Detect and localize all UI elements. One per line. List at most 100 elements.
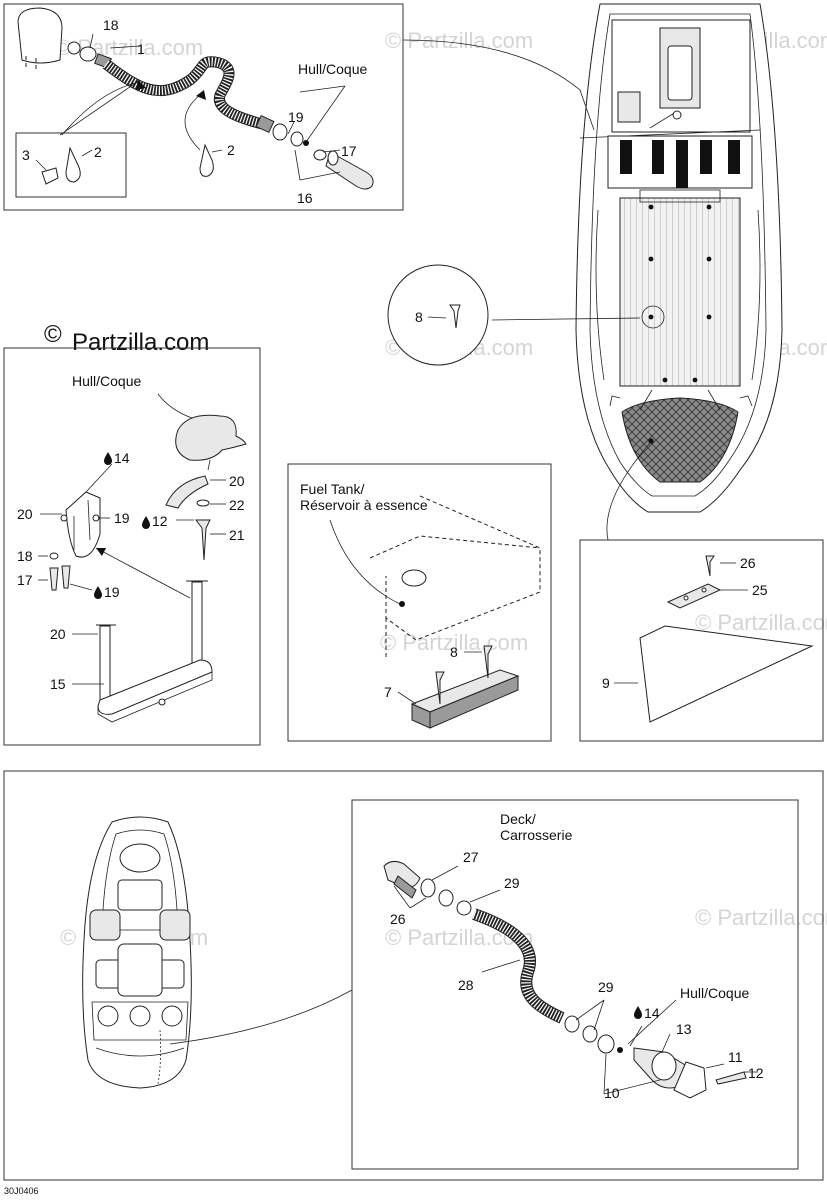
panel-fuel-tank: Fuel Tank/ Réservoir à essence 8 7 bbox=[287, 463, 552, 742]
leader bbox=[629, 1025, 643, 1047]
leader bbox=[431, 865, 459, 881]
callout-2: 2 bbox=[227, 142, 235, 158]
callout-29: 29 bbox=[598, 979, 614, 995]
leader bbox=[427, 316, 447, 319]
sealant-drop-icon bbox=[634, 1006, 642, 1019]
panel-frame bbox=[579, 539, 824, 742]
watermark: © Partzilla.com bbox=[695, 610, 827, 635]
leader bbox=[661, 1033, 671, 1053]
hull-chine bbox=[595, 209, 761, 381]
callout-10: 10 bbox=[604, 1085, 620, 1101]
panel-frame bbox=[3, 770, 824, 1181]
screw-clip bbox=[41, 167, 59, 185]
sealant-point bbox=[303, 140, 309, 146]
screw-16 bbox=[49, 567, 59, 591]
leader bbox=[491, 317, 641, 321]
watermark: © Partzilla.com bbox=[380, 630, 528, 655]
label-fuel-tank: Fuel Tank/ bbox=[300, 481, 364, 497]
label-hull: Hull/Coque bbox=[680, 985, 749, 1001]
screw-12 bbox=[715, 1071, 747, 1085]
hose-end bbox=[255, 114, 275, 134]
gasket-27 bbox=[420, 878, 436, 898]
inset-box bbox=[351, 799, 799, 1170]
screw-16b bbox=[61, 565, 71, 589]
callout-29: 29 bbox=[504, 875, 520, 891]
lead-curve bbox=[329, 519, 401, 605]
callout-4: 16 bbox=[297, 190, 313, 206]
corrugated-hose bbox=[471, 908, 565, 1024]
leader bbox=[81, 149, 93, 157]
callout-1: 1 bbox=[137, 41, 145, 57]
callout-12: 12 bbox=[748, 1065, 764, 1081]
fitting-nut bbox=[327, 150, 339, 166]
leader bbox=[305, 85, 346, 143]
hose-ribs bbox=[103, 57, 264, 129]
callout-19: 20 bbox=[17, 506, 33, 522]
lead-arrow bbox=[59, 79, 141, 136]
lead-arrow bbox=[95, 547, 191, 599]
cell bbox=[728, 140, 740, 174]
leader bbox=[322, 149, 341, 153]
leader bbox=[402, 39, 595, 131]
callout-2: 2 bbox=[94, 144, 102, 160]
nut-11 bbox=[651, 1051, 677, 1081]
callout-5: 17 bbox=[341, 143, 357, 159]
callout-7: 7 bbox=[384, 684, 392, 700]
callout-11: 11 bbox=[728, 1049, 743, 1065]
leader bbox=[211, 149, 223, 153]
sealant-drop-icon bbox=[94, 586, 102, 599]
lead-arrow bbox=[61, 81, 141, 136]
leader bbox=[397, 691, 417, 705]
callout-23: 22 bbox=[229, 497, 245, 513]
callout-22: 21 bbox=[229, 527, 245, 543]
brand-name: Partzilla.com bbox=[72, 329, 209, 356]
screw bbox=[705, 555, 715, 577]
handlebar-pod bbox=[119, 843, 161, 873]
detail-circle-marker bbox=[641, 305, 665, 329]
leader bbox=[294, 149, 341, 181]
bracket-21 bbox=[165, 475, 209, 509]
detail-circle-8: 8 bbox=[387, 264, 489, 366]
sealant-drop-icon bbox=[142, 516, 150, 529]
step-bracket bbox=[65, 491, 101, 558]
label-hull: Hull/Coque bbox=[298, 61, 367, 77]
panel-frame bbox=[287, 463, 552, 742]
tie-strap bbox=[65, 146, 81, 183]
leader bbox=[109, 45, 141, 49]
callout-17: 18 bbox=[17, 548, 33, 564]
hatched-pad bbox=[621, 397, 739, 483]
callout-27: 27 bbox=[463, 849, 479, 865]
screw bbox=[449, 304, 461, 329]
callout-3: 3 bbox=[22, 147, 30, 163]
screw-22 bbox=[195, 519, 211, 561]
nut bbox=[438, 889, 454, 907]
lead-arrow bbox=[184, 94, 201, 151]
callout-16: 17 bbox=[17, 572, 33, 588]
arrow-head bbox=[136, 80, 146, 90]
hull-top-view bbox=[402, 3, 783, 541]
leader bbox=[287, 121, 295, 135]
clamp-29 bbox=[456, 900, 472, 916]
sealant-drop-icon bbox=[104, 452, 112, 465]
compartment-detail bbox=[617, 91, 641, 123]
callout-14: 14 bbox=[644, 1005, 660, 1021]
leader bbox=[35, 159, 47, 171]
leader bbox=[89, 33, 94, 49]
leader bbox=[575, 999, 605, 1031]
panel-step: Hull/Coque 20 22 21 12 14 20 19 18 17 19 bbox=[3, 347, 261, 746]
hose-clamp bbox=[67, 41, 81, 55]
tie-strap bbox=[199, 143, 214, 177]
cell bbox=[676, 140, 688, 188]
leader bbox=[606, 441, 652, 541]
panel-drain-hose: 18 1 Hull/Coque 19 17 16 2 2 3 bbox=[3, 3, 404, 211]
deck-strips bbox=[619, 197, 741, 387]
callout-18: 19 bbox=[104, 584, 120, 600]
callout-6: 18 bbox=[103, 17, 119, 33]
leader bbox=[69, 583, 93, 591]
callout-26: 26 bbox=[390, 911, 406, 927]
label-hull: Hull/Coque bbox=[72, 373, 141, 389]
leader bbox=[603, 1053, 661, 1095]
callout-25: 26 bbox=[740, 555, 756, 571]
panel-frame bbox=[3, 3, 404, 211]
